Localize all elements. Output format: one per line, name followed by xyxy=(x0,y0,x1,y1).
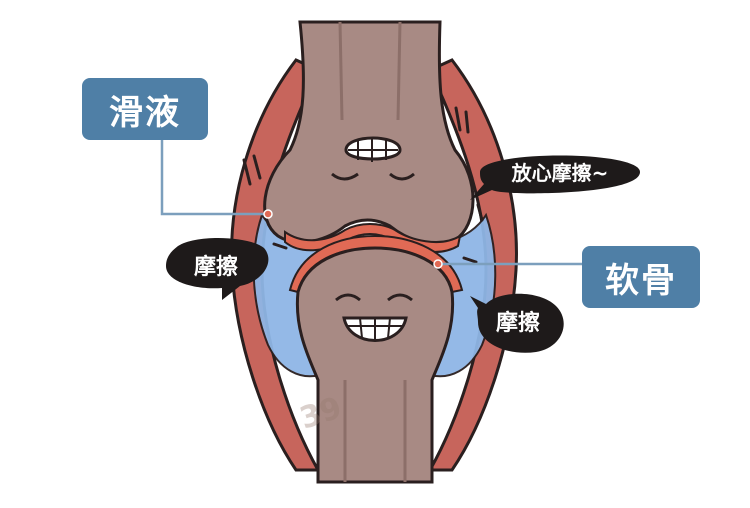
cartilage-label: 软骨 xyxy=(582,246,700,308)
upper-bone-shade-left xyxy=(338,21,344,121)
bubble-left-text: 摩擦 xyxy=(194,254,238,280)
upper-bone-face xyxy=(331,136,415,181)
bubble-top-right-text: 放心摩擦~ xyxy=(511,161,609,185)
cartilage-leader-dot xyxy=(433,259,443,269)
synovial-leader-line xyxy=(160,140,268,216)
upper-bone xyxy=(263,20,475,246)
motion-marks xyxy=(242,106,484,264)
lower-bone xyxy=(295,246,455,484)
upper-bone-shade-right xyxy=(396,21,402,121)
bubble-top-right: 放心摩擦~ xyxy=(470,155,640,200)
synovial-leader-dot xyxy=(263,209,273,219)
bubble-right-text: 摩擦 xyxy=(496,310,540,336)
synovial-fluid-label: 滑液 xyxy=(82,78,208,140)
bubble-left: 摩擦 xyxy=(166,237,269,300)
lower-bone-face xyxy=(335,293,413,342)
bubble-right: 摩擦 xyxy=(470,293,564,353)
